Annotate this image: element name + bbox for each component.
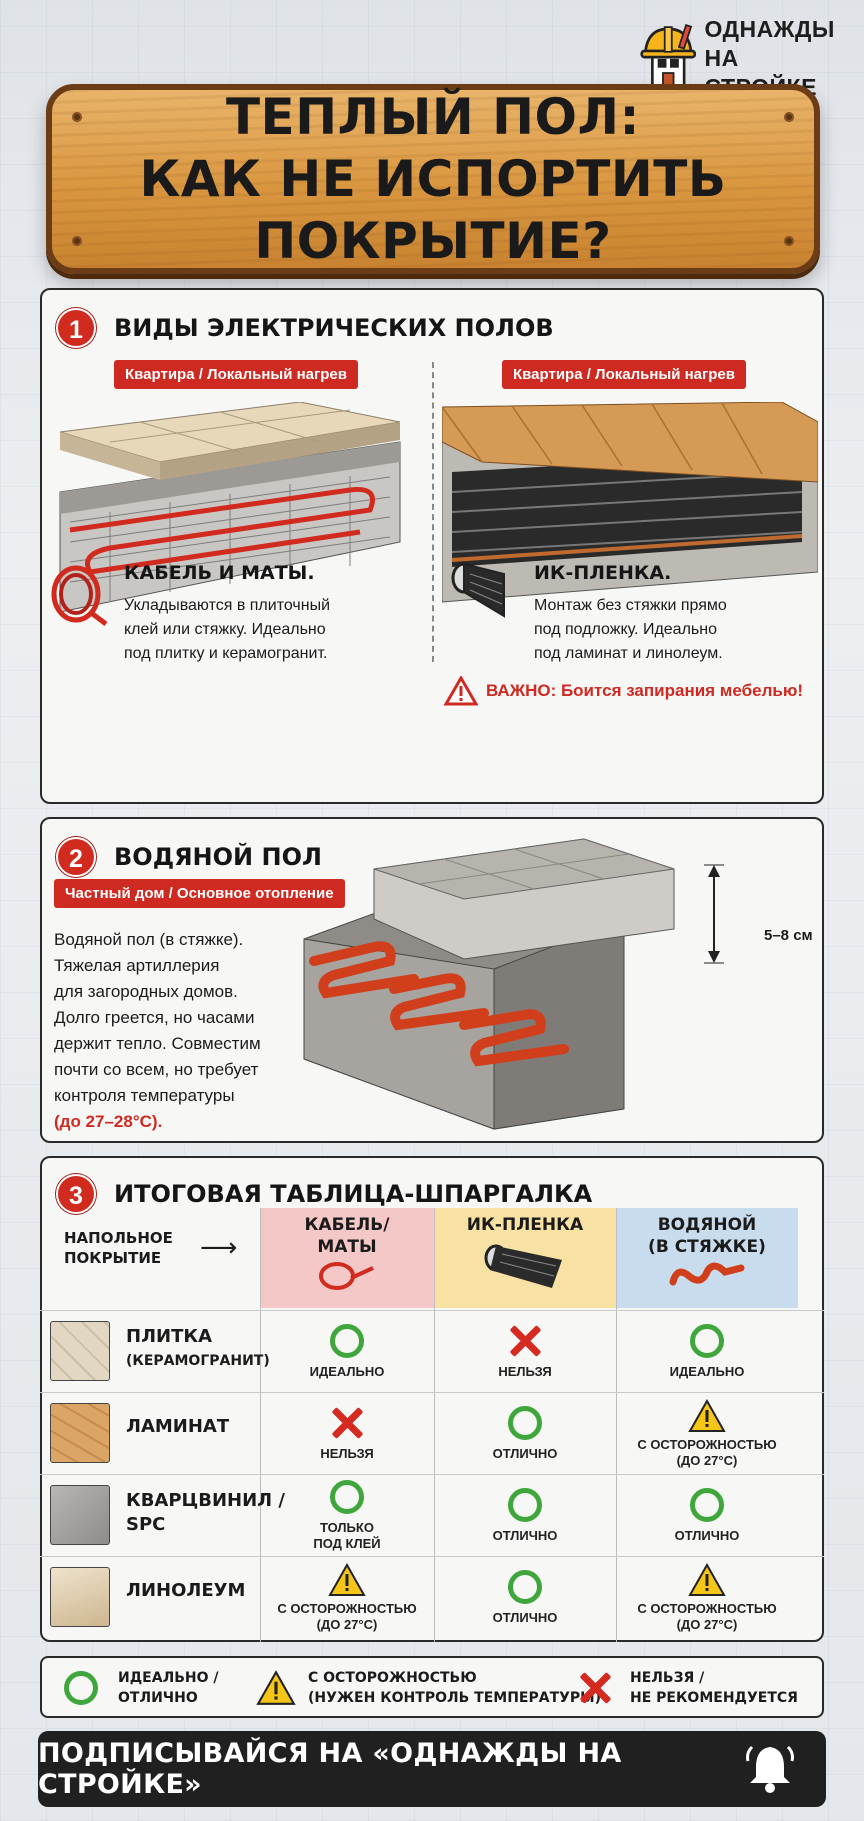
page-title-line2: КАК НЕ ИСПОРТИТЬ ПОКРЫТИЕ? xyxy=(139,150,727,270)
tile-thumbnail xyxy=(50,1321,110,1381)
cell-status: ОТЛИЧНО xyxy=(616,1475,798,1557)
cell-status: ИДЕАЛЬНО xyxy=(260,1311,434,1393)
column-cable: КАБЕЛЬ/МАТЫ xyxy=(260,1208,434,1308)
cell-status: ОТЛИЧНО xyxy=(434,1475,616,1557)
warning-icon xyxy=(688,1563,726,1596)
board-screw xyxy=(784,236,794,246)
material-name: ЛАМИНАТ xyxy=(126,1416,230,1437)
cable-title: КАБЕЛЬ И МАТЫ. xyxy=(124,562,315,584)
section-number: 2 xyxy=(56,837,96,877)
legend-warn: С ОСТОРОЖНОСТЬЮ(НУЖЕН КОНТРОЛЬ ТЕМПЕРАТУ… xyxy=(308,1670,602,1706)
cross-icon xyxy=(508,1324,542,1358)
section-title: ВИДЫ ЭЛЕКТРИЧЕСКИХ ПОЛОВ xyxy=(114,314,554,342)
section-electric-floors: 1 ВИДЫ ЭЛЕКТРИЧЕСКИХ ПОЛОВ Квартира / Ло… xyxy=(40,288,824,804)
cable-coil-icon xyxy=(51,565,108,626)
film-description: Монтаж без стяжки прямо под подложку. Ид… xyxy=(534,597,727,662)
spc-thumbnail xyxy=(50,1485,110,1545)
cell-status: ОТЛИЧНО xyxy=(434,1557,616,1639)
linoleum-thumbnail xyxy=(50,1567,110,1627)
table-row: ЛАМИНАТ НЕЛЬЗЯ ОТЛИЧНО С ОСТОРОЖНОСТЬЮ(Д… xyxy=(40,1392,824,1474)
board-screw xyxy=(784,112,794,122)
cable-coil-icon xyxy=(319,1262,374,1290)
section-number: 1 xyxy=(56,308,96,348)
ok-icon xyxy=(690,1488,724,1522)
bell-icon[interactable] xyxy=(742,1741,798,1797)
table-row: ЛИНОЛЕУМ С ОСТОРОЖНОСТЬЮ(ДО 27°С) ОТЛИЧН… xyxy=(40,1556,824,1638)
pipe-icon xyxy=(669,1262,745,1286)
film-roll-icon xyxy=(451,562,505,618)
arrow-right-icon: ⟶ xyxy=(200,1232,238,1262)
cell-status: ИДЕАЛЬНО xyxy=(616,1311,798,1393)
board-screw xyxy=(72,112,82,122)
film-title: ИК-ПЛЕНКА. xyxy=(534,562,672,584)
ok-icon xyxy=(508,1406,542,1440)
ok-icon xyxy=(330,1324,364,1358)
col-line xyxy=(616,1208,617,1642)
page-title-line1: ТЕПЛЫЙ ПОЛ: xyxy=(225,88,641,146)
laminate-thumbnail xyxy=(50,1403,110,1463)
legend-no: НЕЛЬЗЯ /НЕ РЕКОМЕНДУЕТСЯ xyxy=(630,1670,798,1706)
ok-icon xyxy=(64,1671,98,1705)
cable-description: Укладываются в плиточный клей или стяжку… xyxy=(124,597,331,662)
cell-status: ОТЛИЧНО xyxy=(434,1393,616,1475)
film-tag: Квартира / Локальный нагрев xyxy=(502,360,746,389)
thickness-label: 5–8 см xyxy=(764,927,813,944)
section-title: ВОДЯНОЙ ПОЛ xyxy=(114,843,322,871)
title-board: ТЕПЛЫЙ ПОЛ: КАК НЕ ИСПОРТИТЬ ПОКРЫТИЕ? xyxy=(46,84,820,274)
cell-status: С ОСТОРОЖНОСТЬЮ(ДО 27°С) xyxy=(260,1557,434,1639)
ok-icon xyxy=(508,1570,542,1604)
cell-status: НЕЛЬЗЯ xyxy=(260,1393,434,1475)
warning-icon xyxy=(444,676,478,706)
warning-icon xyxy=(688,1399,726,1432)
cable-floor-illustration xyxy=(59,402,401,613)
ok-icon xyxy=(690,1324,724,1358)
film-floor-illustration xyxy=(442,402,818,603)
water-tag: Частный дом / Основное отопление xyxy=(54,879,345,908)
cross-icon xyxy=(330,1406,364,1440)
water-description: Водяной пол (в стяжке). Тяжелая артиллер… xyxy=(54,930,261,1131)
section-water-floor: 2 ВОДЯНОЙ ПОЛ Частный дом / Основное ото… xyxy=(40,817,824,1143)
ok-icon xyxy=(330,1480,364,1514)
column-film: ИК-ПЛЕНКА xyxy=(434,1208,616,1308)
material-name: ПЛИТКА(КЕРАМОГРАНИТ) xyxy=(126,1326,270,1369)
legend: ИДЕАЛЬНО /ОТЛИЧНО С ОСТОРОЖНОСТЬЮ(НУЖЕН … xyxy=(40,1656,824,1718)
cross-icon xyxy=(578,1671,612,1705)
subscribe-banner[interactable]: ПОДПИСЫВАЙСЯ НА «ОДНАЖДЫ НА СТРОЙКЕ» xyxy=(38,1731,826,1807)
section-title: ИТОГОВАЯ ТАБЛИЦА-ШПАРГАЛКА xyxy=(114,1180,593,1208)
water-floor-illustration xyxy=(303,838,724,1130)
column-water: ВОДЯНОЙ(В СТЯЖКЕ) xyxy=(616,1208,798,1308)
board-screw xyxy=(72,236,82,246)
column-divider xyxy=(432,362,434,662)
material-name: ЛИНОЛЕУМ xyxy=(126,1580,246,1601)
warning-icon xyxy=(328,1563,366,1596)
section-number: 3 xyxy=(56,1174,96,1214)
cell-status: С ОСТОРОЖНОСТЬЮ(ДО 27°С) xyxy=(616,1393,798,1475)
table-row: ПЛИТКА(КЕРАМОГРАНИТ) ИДЕАЛЬНО НЕЛЬЗЯ ИДЕ… xyxy=(40,1310,824,1392)
cell-status: НЕЛЬЗЯ xyxy=(434,1311,616,1393)
film-warning: ВАЖНО: Боится запирания мебелью! xyxy=(444,676,803,706)
col-line xyxy=(260,1208,261,1642)
cell-status: С ОСТОРОЖНОСТЬЮ(ДО 27°С) xyxy=(616,1557,798,1639)
helmet-logo-icon xyxy=(640,23,697,89)
material-name: КВАРЦВИНИЛ /SPC xyxy=(126,1490,285,1535)
film-roll-icon xyxy=(484,1244,562,1288)
subscribe-text[interactable]: ПОДПИСЫВАЙСЯ НА «ОДНАЖДЫ НА СТРОЙКЕ» xyxy=(38,1738,622,1800)
table-corner-label: НАПОЛЬНОЕ ПОКРЫТИЕ xyxy=(64,1229,173,1267)
cable-tag: Квартира / Локальный нагрев xyxy=(114,360,358,389)
legend-ok: ИДЕАЛЬНО /ОТЛИЧНО xyxy=(118,1670,219,1706)
warning-icon xyxy=(256,1670,296,1705)
col-line xyxy=(434,1208,435,1642)
ok-icon xyxy=(508,1488,542,1522)
